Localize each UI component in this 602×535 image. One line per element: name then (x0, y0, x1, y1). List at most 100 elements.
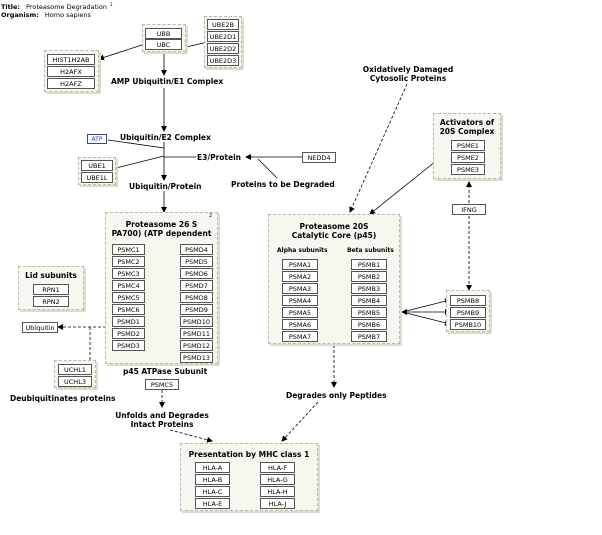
line-atp (107, 139, 165, 149)
gene-hla-g[interactable]: HLA-G (260, 474, 295, 485)
gene-hla-h[interactable]: HLA-H (260, 486, 295, 497)
organism-label: Organism: (1, 11, 39, 19)
gene-ubb[interactable]: UBB (145, 28, 182, 39)
gene-psmd13[interactable]: PSMD13 (180, 352, 213, 363)
gene-psmd8[interactable]: PSMD8 (180, 292, 213, 303)
gene-psma6[interactable]: PSMA6 (282, 319, 318, 330)
label-proteins-degraded: Proteins to be Degraded (231, 180, 335, 189)
gene-hla-a[interactable]: HLA-A (195, 462, 230, 473)
gene-psmd10[interactable]: PSMD10 (180, 316, 213, 327)
gene-psmb4[interactable]: PSMB4 (351, 295, 387, 306)
gene-ube2d3[interactable]: UBE2D3 (207, 55, 239, 66)
arrow-20s-to-psmb8 (401, 298, 451, 313)
gene-ifng[interactable]: IFNG (452, 204, 486, 215)
label-p45: p45 ATPase Subunit (123, 367, 208, 376)
label-deubiquitinates: Deubiquitinates proteins (10, 394, 116, 403)
label-alpha-subunits: Alpha subunits (277, 247, 328, 254)
label-ub-protein: Ubiquitin/Protein (129, 182, 202, 191)
gene-psmb2[interactable]: PSMB2 (351, 271, 387, 282)
gene-ubiquitin[interactable]: Ubiquitin (22, 322, 58, 333)
gene-ubc[interactable]: UBC (145, 39, 182, 50)
gene-psmb1[interactable]: PSMB1 (351, 259, 387, 270)
gene-psmd11[interactable]: PSMD11 (180, 328, 213, 339)
label-beta-subunits: Beta subunits (347, 247, 394, 254)
arrow-20s-to-psmb10 (401, 311, 451, 326)
gene-hist1h2ab[interactable]: HIST1H2AB (47, 54, 95, 65)
gene-psmd4[interactable]: PSMD4 (180, 244, 213, 255)
label-e3-protein: E3/Protein (197, 153, 242, 162)
gene-psmc3[interactable]: PSMC3 (112, 268, 145, 279)
gene-ube1l[interactable]: UBE1L (81, 172, 113, 183)
gene-ube1[interactable]: UBE1 (81, 160, 113, 171)
gene-psmb7[interactable]: PSMB7 (351, 331, 387, 342)
label-proteasome-20s-2: Catalytic Core (p45) (291, 231, 377, 240)
gene-psmd1[interactable]: PSMD1 (112, 316, 145, 327)
gene-psmc2[interactable]: PSMC2 (112, 256, 145, 267)
gene-uchl3[interactable]: UCHL3 (58, 376, 92, 387)
organism-value: Homo sapiens (44, 11, 91, 19)
line-proteins-to-e3 (257, 158, 278, 179)
label-mhc: Presentation by MHC class 1 (188, 450, 310, 459)
arrow-degrades-to-mhc (281, 401, 319, 442)
gene-rpn2[interactable]: RPN2 (33, 296, 69, 307)
gene-hla-f[interactable]: HLA-F (260, 462, 295, 473)
gene-psmc5-26s[interactable]: PSMC5 (112, 292, 145, 303)
gene-psmd5[interactable]: PSMD5 (180, 256, 213, 267)
arrow-unfolds-to-mhc (169, 429, 213, 443)
gene-psma2[interactable]: PSMA2 (282, 271, 318, 282)
gene-h2afx[interactable]: H2AFX (47, 66, 95, 77)
label-lid: Lid subunits (25, 271, 77, 280)
label-amp-e1: AMP Ubiquitin/E1 Complex (111, 77, 224, 86)
gene-psma3[interactable]: PSMA3 (282, 283, 318, 294)
gene-psmb3[interactable]: PSMB3 (351, 283, 387, 294)
gene-psmd7[interactable]: PSMD7 (180, 280, 213, 291)
gene-nedd4[interactable]: NEDD4 (302, 152, 336, 163)
label-proteasome-26s-2: PA700) (ATP dependent (111, 229, 212, 238)
gene-psmc1[interactable]: PSMC1 (112, 244, 145, 255)
gene-psmd12[interactable]: PSMD12 (180, 340, 213, 351)
gene-uchl1[interactable]: UCHL1 (58, 364, 92, 375)
gene-psmb5[interactable]: PSMB5 (351, 307, 387, 318)
gene-psma7[interactable]: PSMA7 (282, 331, 318, 342)
gene-psmd2[interactable]: PSMD2 (112, 328, 145, 339)
label-oxidized-1: Oxidatively Damaged (362, 65, 454, 74)
gene-rpn1[interactable]: RPN1 (33, 284, 69, 295)
gene-ube2b[interactable]: UBE2B (207, 19, 239, 30)
line-ube1 (115, 155, 165, 169)
gene-ube2d2[interactable]: UBE2D2 (207, 43, 239, 54)
gene-hla-c[interactable]: HLA-C (195, 486, 230, 497)
title-value: Proteasome Degradation (26, 3, 107, 12)
gene-h2afz[interactable]: H2AFZ (47, 78, 95, 89)
metabolite-atp[interactable]: ATP (87, 134, 107, 144)
gene-psma5[interactable]: PSMA5 (282, 307, 318, 318)
gene-hla-b[interactable]: HLA-B (195, 474, 230, 485)
gene-psmd9[interactable]: PSMD9 (180, 304, 213, 315)
gene-psmd3[interactable]: PSMD3 (112, 340, 145, 351)
gene-psma4[interactable]: PSMA4 (282, 295, 318, 306)
label-proteasome-20s-1: Proteasome 20S (299, 222, 369, 231)
gene-hla-e[interactable]: HLA-E (195, 498, 230, 509)
organism-line: Organism: Homo sapiens (1, 11, 91, 19)
label-degrades-peptides: Degrades only Peptides (286, 391, 387, 400)
gene-psmb8[interactable]: PSMB8 (450, 295, 486, 306)
arrow-oxidized-to-20s (349, 83, 408, 213)
gene-hla-j[interactable]: HLA-J (260, 498, 295, 509)
gene-psma1[interactable]: PSMA1 (282, 259, 318, 270)
label-ub-e2: Ubiquitin/E2 Complex (120, 133, 211, 142)
label-activators-1: Activators of (439, 118, 495, 127)
gene-psmc5[interactable]: PSMC5 (145, 379, 179, 390)
gene-psme3[interactable]: PSME3 (451, 164, 485, 175)
gene-ube2d1[interactable]: UBE2D1 (207, 31, 239, 42)
gene-psmb6[interactable]: PSMB6 (351, 319, 387, 330)
gene-psmc6[interactable]: PSMC6 (112, 304, 145, 315)
gene-psme1[interactable]: PSME1 (451, 140, 485, 151)
gene-psmb10[interactable]: PSMB10 (450, 319, 486, 330)
gene-psmd6[interactable]: PSMD6 (180, 268, 213, 279)
gene-psme2[interactable]: PSME2 (451, 152, 485, 163)
arrow-to-hist (98, 44, 143, 61)
gene-psmb9[interactable]: PSMB9 (450, 307, 486, 318)
label-unfolds-2: Intact Proteins (130, 420, 194, 429)
note-26s: 2 (209, 213, 213, 219)
gene-psmc4[interactable]: PSMC4 (112, 280, 145, 291)
